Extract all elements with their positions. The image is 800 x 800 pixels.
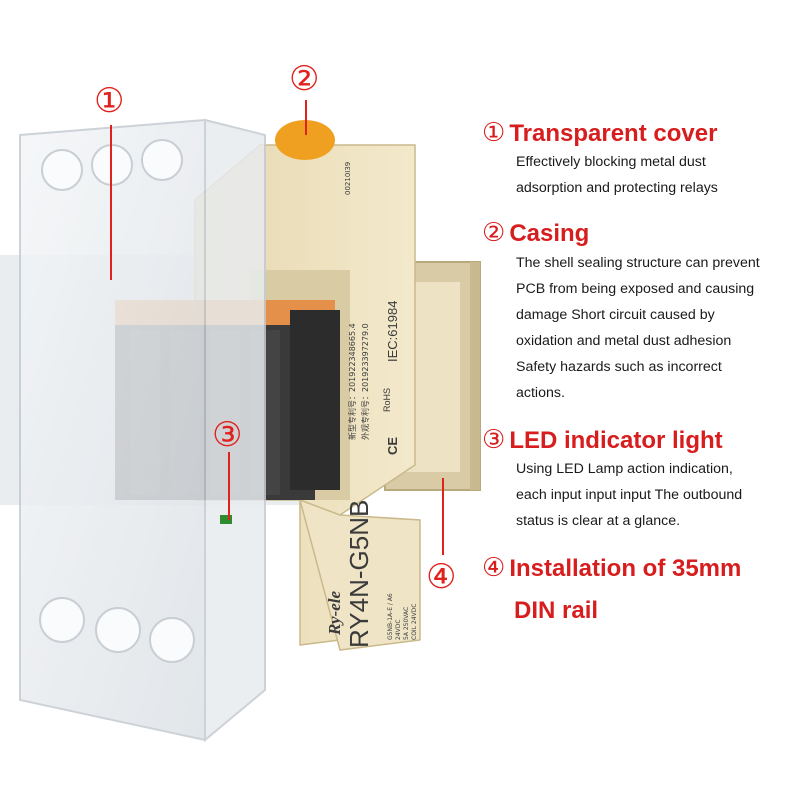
- feature-2-line: PCB from being exposed and causing: [516, 281, 755, 297]
- date-code-text: 00210I39: [344, 162, 352, 195]
- feature-1-description: Effectively blocking metal dust adsorpti…: [516, 149, 718, 201]
- standard-text: IEC:61984: [385, 301, 400, 362]
- feature-1-title-text: Transparent cover: [509, 120, 718, 147]
- feature-2-line: Safety hazards such as incorrect: [516, 359, 722, 375]
- feature-2-line: oxidation and metal dust adhesion: [516, 333, 732, 349]
- feature-1-number: ①: [482, 118, 506, 148]
- spec-3-text: 5A 250VAC: [403, 607, 410, 640]
- spec-4-text: COIL 24VDC: [411, 604, 418, 640]
- feature-2-number: ②: [482, 218, 506, 248]
- feature-3-line: status is clear at a glance.: [516, 513, 681, 529]
- feature-4-title-line1: Installation of 35mm: [509, 555, 742, 582]
- spec-1-text: G5NB-1A-E / A6: [387, 593, 394, 640]
- spec-2-text: 24VDC: [395, 619, 402, 640]
- transparent-cover: [19, 118, 266, 743]
- feature-3-number: ③: [482, 425, 506, 455]
- brand-text: Ry-ele: [325, 590, 344, 636]
- callout-marker-2: ②: [289, 59, 320, 99]
- feature-4-title-line2: DIN rail: [514, 597, 599, 624]
- rohs-text: RoHS: [382, 388, 392, 412]
- feature-3-description: Using LED Lamp action indication, each i…: [516, 456, 742, 534]
- callout-marker-3: ③: [212, 415, 243, 455]
- model-text: RY4N-G5NB: [344, 500, 374, 648]
- feature-2-description: The shell sealing structure can prevent …: [516, 250, 760, 406]
- feature-2-line: actions.: [516, 385, 565, 401]
- feature-1-line: Effectively blocking metal dust: [516, 154, 706, 170]
- callout-marker-4: ④: [426, 557, 457, 597]
- feature-3-line: each input input input The outbound: [516, 487, 743, 503]
- feature-4-number: ④: [482, 553, 506, 583]
- feature-3-title-text: LED indicator light: [509, 427, 723, 454]
- feature-1-line: adsorption and protecting relays: [516, 180, 718, 196]
- top-knob: [275, 120, 335, 160]
- feature-2-line: damage Short circuit caused by: [516, 307, 715, 323]
- led-indicator: [220, 515, 232, 524]
- feature-3-line: Using LED Lamp action indication,: [516, 461, 733, 477]
- callout-marker-1: ①: [94, 81, 125, 121]
- patent-1-text: 新型专利号：201922348665.4: [347, 323, 357, 440]
- relay-brand-text-1: omron: [142, 452, 153, 480]
- patent-2-text: 外观专利号：201923397279.0: [360, 323, 370, 440]
- relay-brand-text-2: omron: [222, 452, 233, 480]
- ce-mark: CE: [385, 437, 400, 455]
- feature-2-line: The shell sealing structure can prevent: [516, 255, 760, 271]
- feature-2-title-text: Casing: [509, 220, 590, 247]
